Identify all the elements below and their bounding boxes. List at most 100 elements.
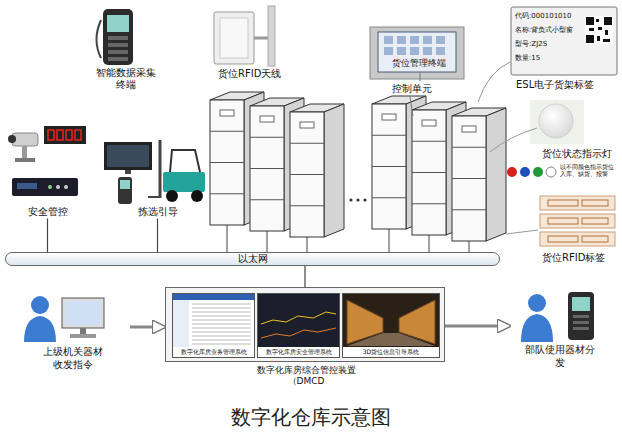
table-row <box>192 332 251 333</box>
qr-finder <box>586 35 594 43</box>
shelf-board <box>412 141 446 142</box>
camera-base <box>15 158 35 162</box>
screen-icon <box>436 47 445 55</box>
shelf-front <box>210 100 244 225</box>
device-label: 控制单元 <box>392 83 432 95</box>
screen-ground <box>343 294 439 357</box>
computer-monitor <box>62 298 104 328</box>
status-dot <box>546 167 556 177</box>
shelf-board <box>290 205 324 206</box>
led-display <box>44 126 86 144</box>
node-label: 以太网 <box>6 253 499 265</box>
shelf-board <box>250 168 284 169</box>
shelf-plate <box>260 116 274 122</box>
icon-node: 部队使用器材分 发 <box>510 290 610 369</box>
table-row <box>192 344 251 345</box>
screen-box: 3D货位信息引导系统 <box>342 293 440 358</box>
handheld-screen <box>572 297 590 311</box>
strap <box>97 20 102 58</box>
screen-caption: 数字化库房安全管理系统 <box>258 347 339 357</box>
3d-floor <box>347 333 435 346</box>
terminal-frame <box>370 27 464 79</box>
monitor-screen <box>107 145 149 167</box>
person-body <box>24 316 56 342</box>
screen-icon <box>423 36 432 44</box>
screen-icon <box>410 36 419 44</box>
recorder-panel <box>17 183 37 189</box>
camera-lens <box>8 135 16 143</box>
shelf-board <box>412 172 446 173</box>
chart-line <box>261 312 336 324</box>
leader-line <box>490 128 537 152</box>
rfid-tag <box>540 232 615 246</box>
forklift-body <box>163 172 205 192</box>
flow-arrow <box>130 326 165 329</box>
computer-screen <box>65 301 101 325</box>
light-photo-ground <box>530 100 584 144</box>
shelf-board <box>372 197 406 198</box>
screen-caption: 3D货位信息引导系统 <box>343 347 439 357</box>
network-line <box>227 225 228 252</box>
shelf-board <box>250 199 284 200</box>
led-digit <box>48 130 54 140</box>
tag-coil <box>582 218 608 224</box>
led-digit <box>66 130 72 140</box>
screen-icon <box>397 47 406 55</box>
table-row <box>192 320 251 321</box>
keypad <box>573 321 589 324</box>
led-digit <box>57 130 63 140</box>
forklift-cab <box>170 150 200 172</box>
esl-field: 名称:背负式小型窗 <box>515 26 573 34</box>
forklift-fork <box>148 196 160 198</box>
monitor-stand <box>80 328 86 334</box>
screen-box: 数字化库房安全管理系统 <box>257 293 340 358</box>
shelf-plate <box>422 120 436 126</box>
caption: 数字化仓库示意图 <box>0 404 622 431</box>
led-digit <box>75 130 81 140</box>
monitor-stand <box>125 170 131 174</box>
ethernet-band: 以太网 <box>5 252 500 266</box>
shelf-board <box>372 166 406 167</box>
chart-line <box>261 328 336 338</box>
qr-dot <box>603 39 610 42</box>
network-link <box>304 266 305 287</box>
screen-text: 货位管理终端 <box>392 58 446 68</box>
handheld <box>118 177 132 204</box>
rfid-tag <box>540 196 615 210</box>
terminal-screen <box>107 15 129 32</box>
terminal-body <box>103 9 133 65</box>
leader-line <box>420 72 421 81</box>
shelf-front <box>250 106 284 231</box>
table-row <box>192 316 251 317</box>
qr-dot <box>605 30 608 35</box>
node-label: 上级机关器材 收发指令 <box>37 346 109 371</box>
esl-field: 型号:ZJ2S <box>515 40 547 48</box>
keypad <box>108 57 128 61</box>
shelf-side <box>324 104 344 237</box>
tag-coil <box>548 218 578 224</box>
qr-code <box>585 16 613 44</box>
note-text: 以不同颜色指示货位 入库、缺货、报警 <box>560 163 618 177</box>
shelf-side <box>486 108 506 241</box>
node-label: 部队使用器材分 发 <box>522 344 598 369</box>
tag-coil <box>548 200 578 206</box>
leader-line <box>478 62 510 102</box>
shelf-board <box>210 131 244 132</box>
network-line <box>389 229 390 252</box>
terminal-screen <box>378 32 456 72</box>
screen-icon <box>384 36 393 44</box>
handheld <box>568 292 594 340</box>
device-label: ESL电子货架标签 <box>516 79 594 91</box>
network-line <box>429 235 430 252</box>
handheld-screen <box>120 180 130 189</box>
keypad <box>108 36 128 40</box>
node-label: 数字化库房综合管控装置 （DMCD <box>253 365 359 388</box>
person-head <box>528 294 546 312</box>
video-recorder <box>12 178 78 196</box>
control-device-box: 数字化库房综合管控装置 （DMCD数字化库房业务管理系统数字化库房安全管理系统3… <box>165 287 445 362</box>
shelf-front <box>290 112 324 237</box>
